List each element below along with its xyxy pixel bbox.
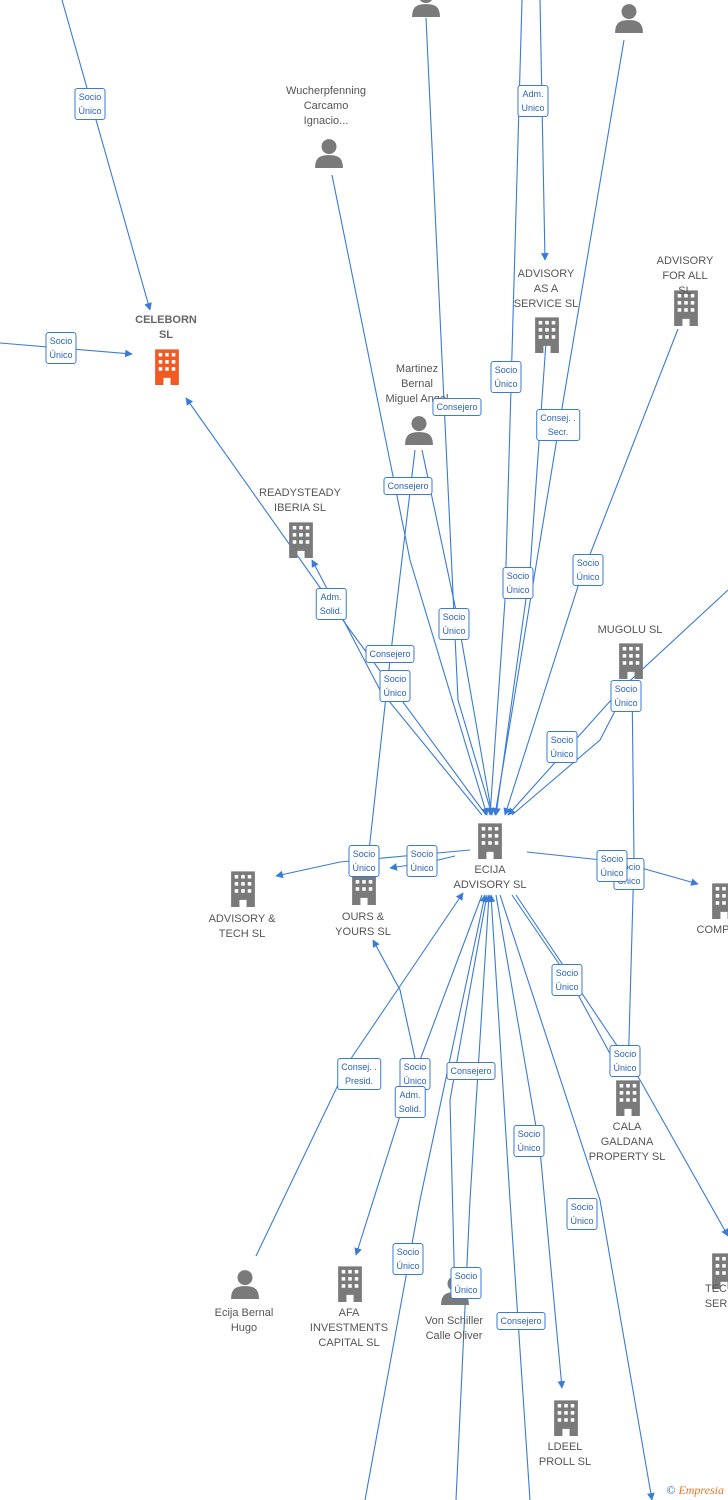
person-icon-top-person-2[interactable] <box>615 4 643 33</box>
company-icon-ecija[interactable] <box>478 823 502 859</box>
edge-label[interactable]: Consej. . Secr. <box>536 409 580 441</box>
node-label-comp[interactable]: COMP <box>696 924 728 936</box>
edge-label[interactable]: Adm. Solid. <box>315 588 347 620</box>
person-icon-ecija-hugo[interactable] <box>231 1270 259 1299</box>
node-label-tec-ser[interactable]: TEC SER <box>704 1283 728 1310</box>
relationship-edge <box>364 894 488 1500</box>
relationship-edge <box>499 894 655 1500</box>
node-label-advisory-tech[interactable]: ADVISORY & TECH SL <box>208 913 276 940</box>
edge-label[interactable]: Consejero <box>432 398 482 416</box>
edge-label[interactable]: Socio Único <box>74 88 106 120</box>
footer-brand: © Empresia <box>666 1483 724 1498</box>
node-label-mugolu[interactable]: MUGOLU SL <box>597 624 663 636</box>
edge-label[interactable]: Socio Único <box>572 554 604 586</box>
edge-label[interactable]: Socio Único <box>566 1198 598 1230</box>
company-icon-mugolu[interactable] <box>619 643 643 679</box>
edge-label[interactable]: Consejero <box>365 645 415 663</box>
node-label-advisory-service[interactable]: ADVISORY AS A SERVICE SL <box>513 268 579 310</box>
copyright-symbol: © <box>666 1483 676 1497</box>
relationship-edge <box>455 894 493 1500</box>
edge-label[interactable]: Socio Único <box>551 964 583 996</box>
node-label-wucherpfenning[interactable]: Wucherpfenning Carcamo Ignacio... <box>286 85 366 127</box>
empresia-logo: Empresia <box>678 1483 724 1497</box>
relationship-edge <box>486 0 523 816</box>
company-icon-advisory-service[interactable] <box>535 317 559 353</box>
edge-label[interactable]: Socio Único <box>379 670 411 702</box>
node-label-ecija-hugo[interactable]: Ecija Bernal Hugo <box>214 1307 274 1334</box>
company-icon-celeborn[interactable] <box>155 349 179 385</box>
relationship-edge <box>372 939 419 1073</box>
edge-label[interactable]: Socio Único <box>610 680 642 712</box>
edge-label[interactable]: Socio Único <box>596 850 628 882</box>
edge-label[interactable]: Adm. Unico <box>517 85 549 117</box>
relationship-edge <box>515 894 728 1237</box>
person-icon-martinez[interactable] <box>405 416 433 445</box>
node-label-readysteady[interactable]: READYSTEADY IBERIA SL <box>259 487 341 514</box>
edge-label[interactable]: Socio Único <box>348 845 380 877</box>
node-label-ldeel[interactable]: LDEEL PROLL SL <box>538 1441 592 1468</box>
edge-label[interactable]: Socio Único <box>450 1267 482 1299</box>
edge-label[interactable]: Socio Único <box>438 608 470 640</box>
company-icon-comp[interactable] <box>712 883 728 919</box>
company-icon-afa[interactable] <box>338 1266 362 1302</box>
edge-label[interactable]: Socio Único <box>45 332 77 364</box>
node-label-von-schiller[interactable]: Von Schiller Calle Oliver <box>424 1315 484 1342</box>
relationship-edge <box>185 397 487 816</box>
edge-label[interactable]: Socio Único <box>502 567 534 599</box>
person-icon-top-person-1[interactable] <box>412 0 440 17</box>
company-icon-advisory-tech[interactable] <box>231 871 255 907</box>
company-icon-ldeel[interactable] <box>554 1400 578 1436</box>
edge-label[interactable]: Adm. Solid. <box>394 1086 426 1118</box>
node-label-ours-yours[interactable]: OURS & YOURS SL <box>335 911 391 938</box>
node-label-afa[interactable]: AFA INVESTMENTS CAPITAL SL <box>309 1307 389 1349</box>
nodes <box>155 0 728 1436</box>
edge-label[interactable]: Socio Único <box>490 361 522 393</box>
relationship-edge <box>449 894 488 1301</box>
edge-label[interactable]: Consejero <box>446 1062 496 1080</box>
edge-label[interactable]: Socio Único <box>406 845 438 877</box>
edge-label[interactable]: Socio Único <box>546 731 578 763</box>
node-label-ecija[interactable]: ECIJA ADVISORY SL <box>453 864 527 891</box>
node-label-advisory-forall[interactable]: ADVISORY FOR ALL SL <box>656 255 714 297</box>
node-label-celeborn[interactable]: CELEBORN SL <box>135 314 197 341</box>
person-icon-wucherpfenning[interactable] <box>315 139 343 168</box>
relationship-edge <box>487 894 531 1500</box>
edge-label[interactable]: Socio Único <box>609 1045 641 1077</box>
relationship-edge <box>539 0 549 261</box>
edge-label[interactable]: Consej. . Presid. <box>337 1058 381 1090</box>
edge-label[interactable]: Consejero <box>383 477 433 495</box>
node-label-cala-galdana[interactable]: CALA GALDANA PROPERTY SL <box>588 1121 666 1163</box>
edge-label[interactable]: Socio Único <box>392 1243 424 1275</box>
company-icon-readysteady[interactable] <box>289 522 313 558</box>
relationship-edge <box>331 174 489 816</box>
relationship-edge <box>425 17 494 816</box>
company-icon-cala-galdana[interactable] <box>616 1080 640 1116</box>
edge-label[interactable]: Socio Único <box>513 1125 545 1157</box>
edge-label[interactable]: Consejero <box>496 1312 546 1330</box>
relationship-edge <box>61 0 152 311</box>
